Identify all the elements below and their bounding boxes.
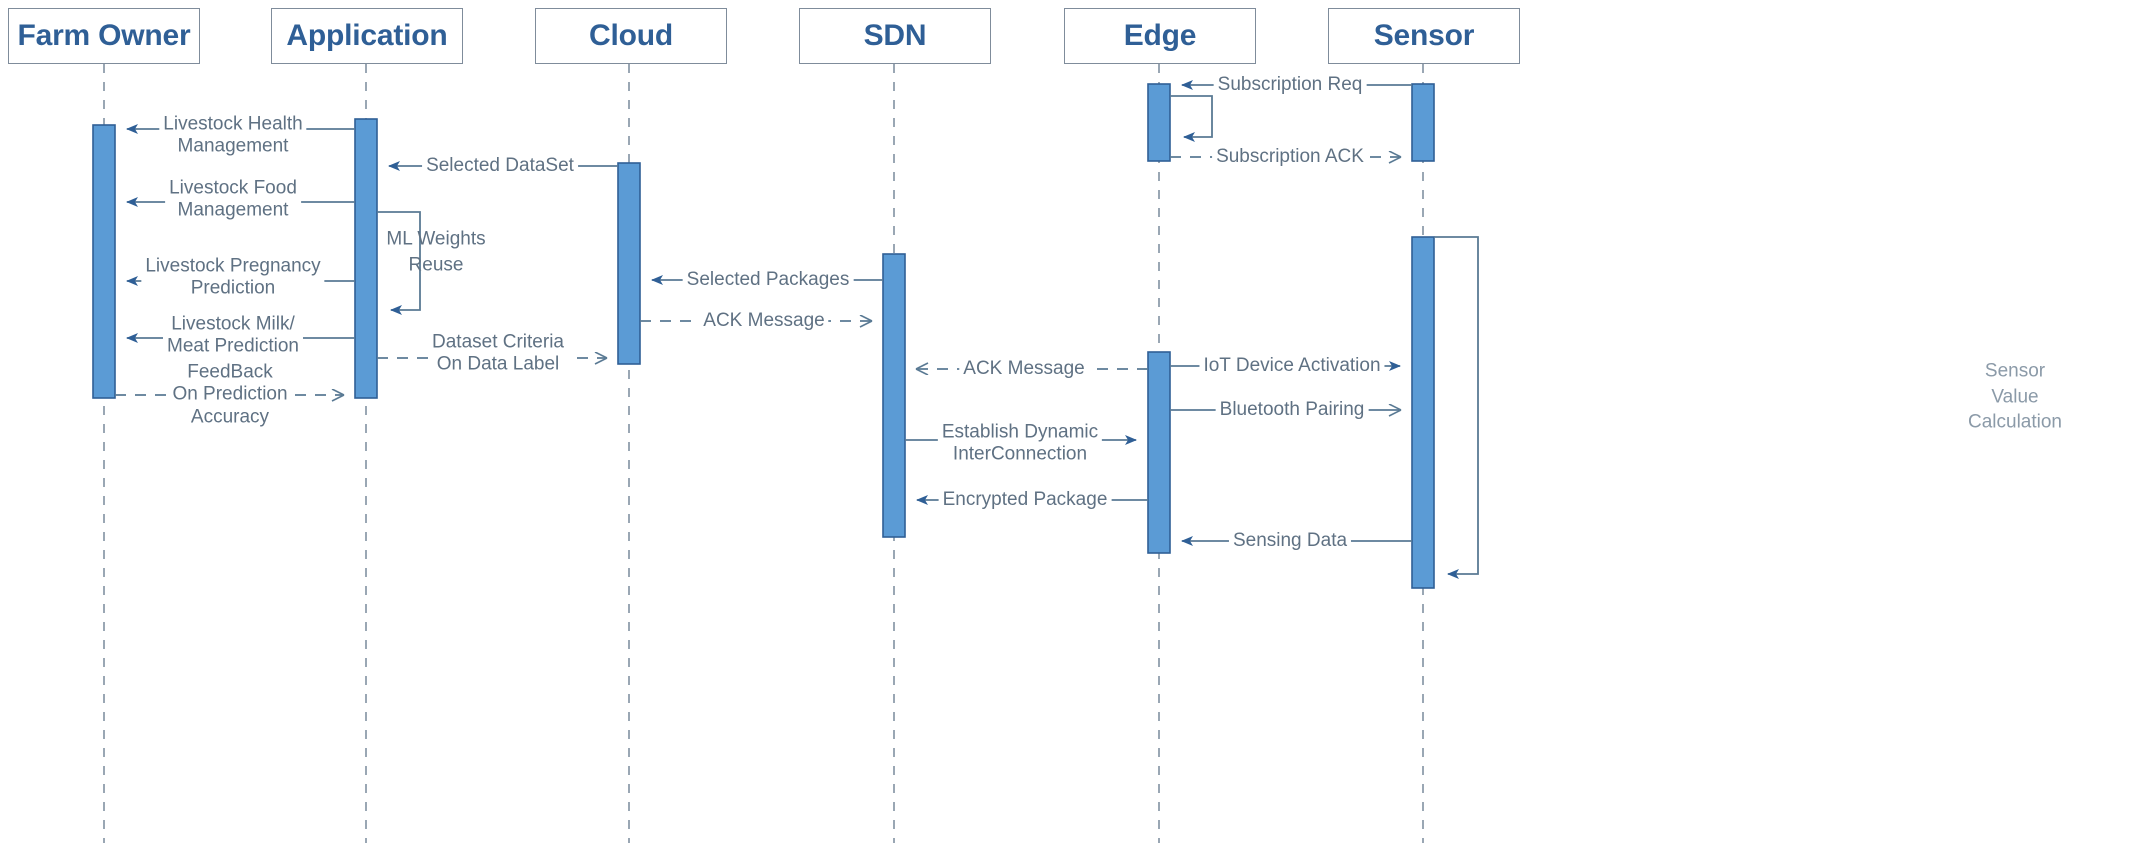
activation-bar-edge [1147,83,1171,162]
activation-bar-farm_owner [92,124,116,399]
actor-header-sensor[interactable]: Sensor [1328,8,1520,64]
actor-label: Edge [1123,19,1197,52]
messages-layer [115,80,1412,546]
activation-bar-sensor [1411,83,1435,162]
actor-header-edge[interactable]: Edge [1064,8,1256,64]
actor-header-sdn[interactable]: SDN [799,8,991,64]
activations-layer [92,83,1435,589]
lifelines-layer [103,64,1424,843]
actor-header-cloud[interactable]: Cloud [535,8,727,64]
actor-header-application[interactable]: Application [271,8,463,64]
self-message-arrow-s1 [1170,95,1213,142]
actor-label: Application [286,19,448,52]
self-message-arrow-s3 [1434,236,1479,579]
activation-bar-sdn [882,253,906,538]
activation-bar-application [354,118,378,399]
self-messages-layer [377,95,1479,579]
activation-bar-cloud [617,162,641,365]
self-message-label-s3: Sensor Value Calculation [1968,360,2062,433]
self-message-label-s2: ML Weights Reuse [386,228,486,275]
actor-label: Farm Owner [17,19,191,52]
self-message-arrow-s2 [377,211,421,315]
actor-label: Sensor [1373,19,1475,52]
actor-label: Cloud [589,19,673,52]
actor-header-farm_owner[interactable]: Farm Owner [8,8,200,64]
actor-label: SDN [863,19,927,52]
activation-bar-edge [1147,351,1171,554]
activation-bar-sensor [1411,236,1435,589]
